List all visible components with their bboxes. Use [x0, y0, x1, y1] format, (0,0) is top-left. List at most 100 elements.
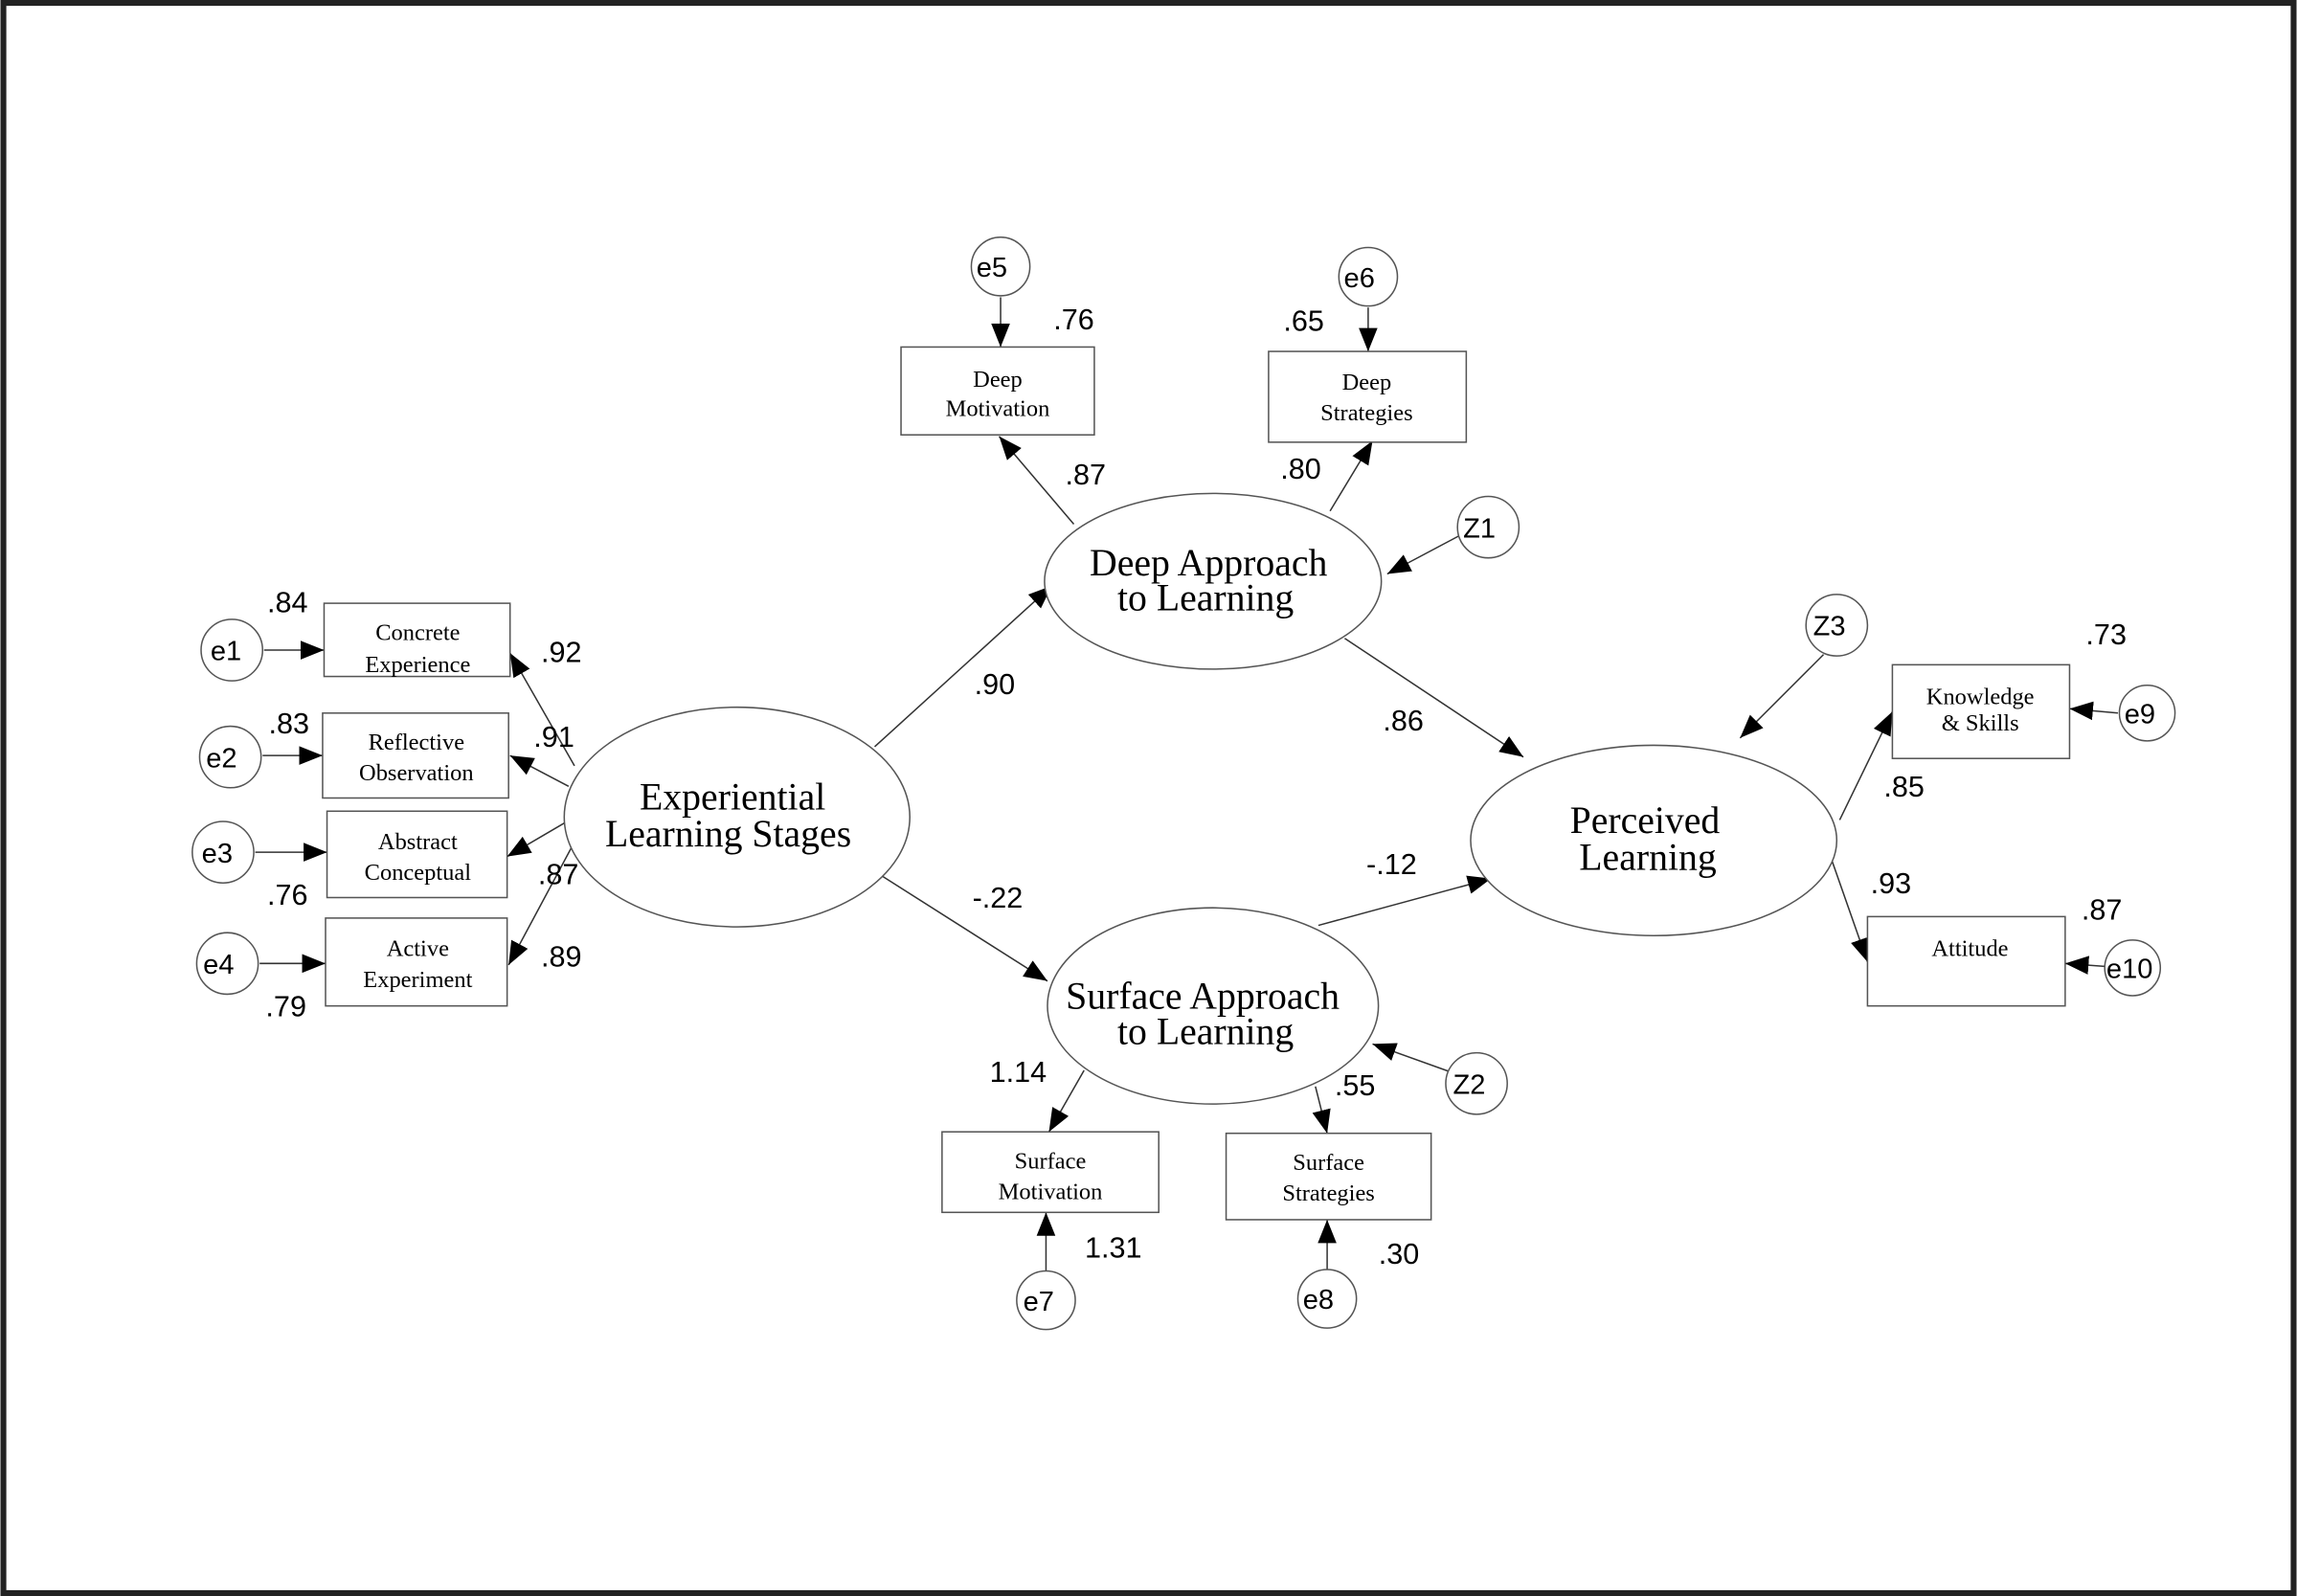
- edge-e9: [2069, 701, 2119, 721]
- edge-surface-perceived: [1317, 875, 1492, 927]
- disturbance-z1: Z1: [1456, 495, 1520, 559]
- svg-text:Z3: Z3: [1813, 612, 1846, 642]
- svg-text:Abstract: Abstract: [378, 829, 458, 855]
- svg-text:e5: e5: [977, 253, 1007, 283]
- edge-z3: [1739, 654, 1825, 739]
- error-e10: e10: [2104, 939, 2162, 997]
- svg-text:e6: e6: [1344, 263, 1375, 294]
- svg-text:Motivation: Motivation: [999, 1180, 1103, 1205]
- error-e7: e7: [1016, 1270, 1076, 1331]
- coef-load-active: .89: [541, 940, 582, 973]
- svg-text:Learning Stages: Learning Stages: [605, 813, 851, 855]
- edge-els-abstract: [507, 820, 568, 858]
- edge-els-active: [507, 842, 575, 966]
- svg-text:Motivation: Motivation: [946, 395, 1050, 421]
- edge-deep-strategies: [1329, 439, 1374, 512]
- coef-r2-concrete: .84: [267, 586, 308, 618]
- svg-text:Surface: Surface: [1293, 1150, 1364, 1176]
- svg-text:Active: Active: [387, 936, 449, 962]
- error-e4: e4: [195, 932, 259, 996]
- svg-text:Experiential: Experiential: [640, 776, 825, 819]
- edge-els-deep: [873, 585, 1053, 748]
- svg-text:e2: e2: [206, 743, 236, 774]
- coef-load-deep-strategies: .80: [1280, 453, 1321, 485]
- coef-load-attitude: .93: [1871, 867, 1912, 900]
- error-e9: e9: [2118, 684, 2176, 742]
- svg-text:& Skills: & Skills: [1942, 710, 2019, 736]
- disturbance-z2: Z2: [1445, 1051, 1508, 1115]
- coef-els-surface: -.22: [973, 882, 1024, 914]
- coef-r2-attitude: .87: [2082, 893, 2123, 926]
- box-attitude: Attitude: [1866, 915, 2066, 1007]
- box-knowledge-skills: Knowledge& Skills: [1891, 663, 2071, 759]
- coef-r2-deep-strategies: .65: [1283, 305, 1324, 338]
- coef-r2-abstract: .76: [267, 879, 308, 911]
- svg-text:e9: e9: [2125, 700, 2155, 731]
- svg-text:to Learning: to Learning: [1117, 577, 1294, 619]
- coef-r2-surface-motivation: 1.31: [1085, 1232, 1142, 1265]
- coef-surface-perceived: -.12: [1366, 848, 1417, 881]
- coef-load-deep-motivation: .87: [1065, 459, 1106, 491]
- svg-text:Observation: Observation: [359, 760, 474, 786]
- edge-els-concrete: [509, 652, 575, 767]
- svg-text:Deep: Deep: [1342, 370, 1392, 395]
- edge-z2: [1372, 1043, 1451, 1073]
- disturbance-z3: Z3: [1805, 594, 1869, 657]
- svg-text:Surface Approach: Surface Approach: [1066, 976, 1340, 1018]
- coef-load-surface-strategies: .55: [1335, 1069, 1376, 1102]
- svg-text:e10: e10: [2106, 955, 2152, 985]
- svg-text:Reflective: Reflective: [369, 730, 464, 755]
- svg-text:Strategies: Strategies: [1282, 1180, 1374, 1206]
- svg-text:Deep Approach: Deep Approach: [1090, 542, 1327, 584]
- svg-text:Conceptual: Conceptual: [365, 860, 472, 886]
- svg-text:e3: e3: [202, 839, 233, 869]
- edge-deep-motivation: [998, 436, 1075, 526]
- svg-text:e8: e8: [1303, 1285, 1334, 1315]
- edge-z1: [1386, 535, 1460, 575]
- svg-text:to Learning: to Learning: [1117, 1010, 1294, 1052]
- svg-text:Z1: Z1: [1463, 513, 1496, 544]
- svg-text:Learning: Learning: [1579, 836, 1717, 878]
- svg-text:Surface: Surface: [1015, 1148, 1087, 1174]
- edge-perceived-knowledge: [1838, 710, 1894, 820]
- edge-surface-strategies: [1312, 1086, 1331, 1134]
- error-terms: e1 e2 e3 e4 e5 e6 e7 e8 e9 e10 Z1 Z2 Z3: [191, 236, 2176, 1331]
- svg-text:Experience: Experience: [365, 652, 470, 678]
- svg-text:e1: e1: [211, 637, 241, 667]
- edge-els-surface: [878, 873, 1048, 982]
- coef-load-knowledge: .85: [1883, 771, 1925, 803]
- coef-r2-knowledge: .73: [2085, 618, 2127, 651]
- svg-text:Deep: Deep: [973, 367, 1023, 393]
- svg-text:Knowledge: Knowledge: [1926, 685, 2035, 710]
- svg-text:e7: e7: [1024, 1287, 1054, 1317]
- svg-text:Z2: Z2: [1453, 1069, 1485, 1100]
- error-e8: e8: [1296, 1269, 1358, 1329]
- error-e3: e3: [191, 820, 255, 884]
- svg-text:e4: e4: [203, 950, 234, 980]
- coef-r2-surface-strategies: .30: [1379, 1238, 1420, 1270]
- edge-surface-motivation: [1047, 1069, 1085, 1133]
- coef-deep-perceived: .86: [1383, 705, 1424, 737]
- edge-deep-perceived: [1344, 638, 1524, 758]
- error-e5: e5: [970, 236, 1031, 297]
- coef-load-reflective: .91: [533, 721, 574, 753]
- coefficients: .84 .92 .83 .91 .76 .87 .79 .89 .90 -.22…: [265, 303, 2127, 1270]
- paths: [255, 297, 2119, 1271]
- edge-els-reflective: [509, 754, 570, 787]
